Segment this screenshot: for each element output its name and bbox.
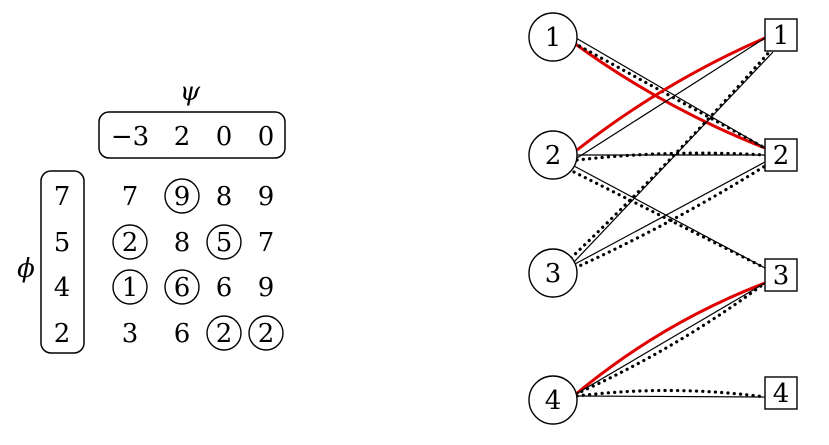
matrix-cell: 9 xyxy=(258,273,275,303)
right-node-label: 1 xyxy=(773,21,790,51)
matrix-cell: 3 xyxy=(122,319,139,349)
phi-label: ϕ xyxy=(17,254,35,284)
left-node-circle xyxy=(528,130,578,180)
cell-circle xyxy=(112,224,148,260)
edge-dotted-4-4 xyxy=(575,388,767,399)
edge-dotted-3-2 xyxy=(573,164,767,270)
cell-circle xyxy=(206,315,242,351)
left-node-circle xyxy=(528,12,578,62)
matrix-cell: 2 xyxy=(258,319,275,349)
right-node-label: 3 xyxy=(773,261,790,291)
edge-solid-4-3 xyxy=(575,282,766,395)
right-node-box xyxy=(764,258,798,292)
cell-circle xyxy=(164,178,200,214)
phi-bracket xyxy=(40,170,85,354)
matrix-cell: 6 xyxy=(174,273,191,303)
psi-bracket xyxy=(98,111,286,159)
right-node-box xyxy=(764,376,798,410)
right-node-box xyxy=(764,138,798,172)
phi-value: 7 xyxy=(54,182,71,212)
phi-value: 2 xyxy=(54,319,71,349)
edge-red-4-3 xyxy=(575,281,766,396)
psi-value: 2 xyxy=(174,122,191,152)
edge-dotted-2-2 xyxy=(575,151,767,162)
cell-circle xyxy=(164,269,200,305)
psi-value: 0 xyxy=(216,122,233,152)
right-node-label: 2 xyxy=(773,141,790,171)
matrix-cell: 2 xyxy=(216,319,233,349)
left-node-label: 2 xyxy=(545,141,562,171)
matrix-cell: 9 xyxy=(174,182,191,212)
cell-circle xyxy=(112,269,148,305)
edge-dotted-1-2 xyxy=(572,41,767,150)
phi-value: 4 xyxy=(54,273,71,303)
left-node-label: 3 xyxy=(545,259,562,289)
matrix-cell: 5 xyxy=(216,228,233,258)
edge-solid-4-4 xyxy=(576,395,766,398)
cell-circle xyxy=(206,224,242,260)
matrix-cell: 6 xyxy=(174,319,191,349)
edge-dotted-4-3 xyxy=(574,281,767,396)
psi-value: −3 xyxy=(111,122,149,152)
psi-value: 0 xyxy=(258,122,275,152)
matrix-cell: 8 xyxy=(174,228,191,258)
edge-solid-2-3 xyxy=(573,165,766,269)
matrix-cell: 7 xyxy=(258,228,275,258)
phi-values: 7 5 4 2 xyxy=(54,182,71,349)
left-node-label: 1 xyxy=(545,23,562,53)
matrix-cell: 9 xyxy=(258,182,275,212)
matrix-cell: 8 xyxy=(216,182,233,212)
graph-nodes: 1 2 3 4 1 2 3 4 xyxy=(528,12,798,425)
right-node-box xyxy=(764,18,798,52)
edge-solid-1-2 xyxy=(575,37,766,149)
edge-solid-2-1 xyxy=(576,37,766,159)
edge-solid-3-2 xyxy=(574,161,766,265)
cell-circle xyxy=(248,315,284,351)
left-node-label: 4 xyxy=(545,386,562,416)
phi-value: 5 xyxy=(54,228,71,258)
psi-label: ψ xyxy=(180,77,201,107)
matrix-cell: 1 xyxy=(122,273,139,303)
matrix-cell: 7 xyxy=(122,182,139,212)
matrix-cell: 6 xyxy=(216,273,233,303)
edge-red-2-1 xyxy=(576,36,766,152)
edge-dotted-3-1 xyxy=(569,48,773,260)
bipartite-graph: 1 2 3 4 1 2 3 4 xyxy=(528,12,798,425)
right-node-label: 4 xyxy=(773,379,790,409)
graph-edges xyxy=(569,36,774,399)
left-node-circle xyxy=(528,248,578,298)
left-node-circle xyxy=(528,375,578,425)
matrix-cell: 2 xyxy=(122,228,139,258)
